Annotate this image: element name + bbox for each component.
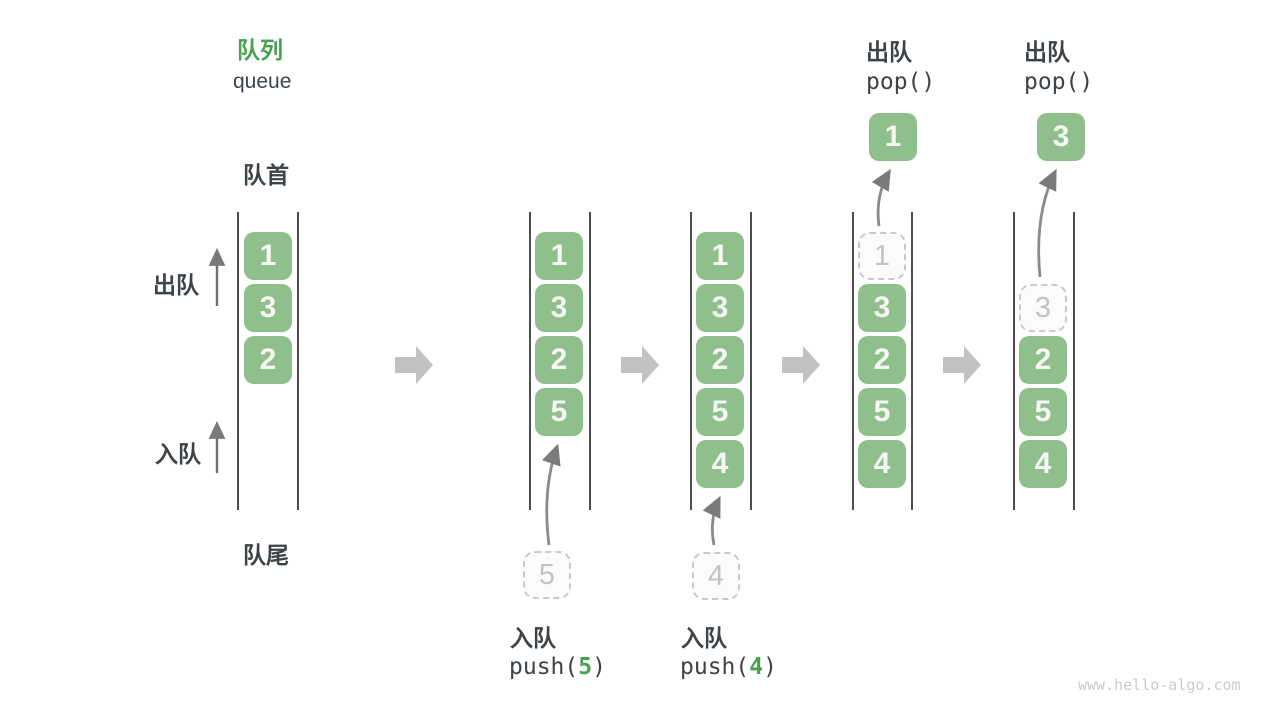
push1-code-post: ) bbox=[592, 654, 606, 680]
watermark: www.hello-algo.com bbox=[1078, 676, 1241, 694]
queue-item: 2 bbox=[1019, 336, 1067, 384]
pop1-label: 出队 bbox=[866, 39, 912, 65]
queue-item: 1 bbox=[535, 232, 583, 280]
push5-arrow-icon bbox=[542, 443, 561, 546]
queue-item: 3 bbox=[244, 284, 292, 332]
queue-wall-line bbox=[1013, 212, 1015, 510]
queue-item: 5 bbox=[535, 388, 583, 436]
popped-item: 3 bbox=[1037, 113, 1085, 161]
queue-item: 3 bbox=[535, 284, 583, 332]
label-dequeue: 出队 bbox=[153, 272, 199, 298]
removed-item-placeholder: 3 bbox=[1019, 284, 1067, 332]
queue-item: 4 bbox=[696, 440, 744, 488]
popped-item: 1 bbox=[869, 113, 917, 161]
queue-item: 2 bbox=[858, 336, 906, 384]
queue-wall-line bbox=[852, 212, 854, 510]
queue-item: 4 bbox=[858, 440, 906, 488]
push2-code: push(4) bbox=[680, 654, 777, 680]
label-queue-rear: 队尾 bbox=[243, 542, 289, 568]
queue-wall-line bbox=[529, 212, 531, 510]
push1-label: 入队 bbox=[510, 625, 556, 651]
label-enqueue: 入队 bbox=[155, 441, 201, 467]
pop3-arrow-icon bbox=[1037, 168, 1057, 278]
queue-item: 5 bbox=[1019, 388, 1067, 436]
queue-wall-line bbox=[589, 212, 591, 510]
queue-wall-line bbox=[750, 212, 752, 510]
queue-wall-line bbox=[911, 212, 913, 510]
push1-code-pre: push( bbox=[509, 654, 579, 680]
push2-label: 入队 bbox=[681, 625, 727, 651]
queue-wall-line bbox=[690, 212, 692, 510]
queue-item: 3 bbox=[696, 284, 744, 332]
queue-item: 2 bbox=[244, 336, 292, 384]
label-queue-front: 队首 bbox=[243, 162, 289, 188]
step-arrow-icon bbox=[943, 346, 981, 384]
diagram-title-en: queue bbox=[233, 70, 292, 93]
pop1-arrow-icon bbox=[871, 168, 891, 227]
push2-code-arg: 4 bbox=[749, 654, 764, 680]
removed-item-placeholder: 1 bbox=[858, 232, 906, 280]
staged-item: 4 bbox=[692, 552, 740, 600]
queue-item: 3 bbox=[858, 284, 906, 332]
push2-code-post: ) bbox=[763, 654, 777, 680]
diagram-title-zh: 队列 bbox=[237, 37, 283, 63]
push2-code-pre: push( bbox=[680, 654, 750, 680]
queue-wall-line bbox=[237, 212, 239, 510]
pop2-code: pop() bbox=[1024, 69, 1094, 95]
staged-item: 5 bbox=[523, 551, 571, 599]
queue-item: 2 bbox=[696, 336, 744, 384]
queue-item: 2 bbox=[535, 336, 583, 384]
queue-item: 5 bbox=[696, 388, 744, 436]
queue-item: 1 bbox=[244, 232, 292, 280]
pop2-label: 出队 bbox=[1024, 39, 1070, 65]
push1-code-arg: 5 bbox=[578, 654, 593, 680]
step-arrow-icon bbox=[621, 346, 659, 384]
push1-code: push(5) bbox=[509, 654, 606, 680]
pop1-code: pop() bbox=[866, 69, 936, 95]
queue-item: 4 bbox=[1019, 440, 1067, 488]
push4-arrow-icon bbox=[702, 495, 721, 546]
step-arrow-icon bbox=[782, 346, 820, 384]
queue-wall-line bbox=[1073, 212, 1075, 510]
step-arrow-icon bbox=[395, 346, 433, 384]
queue-wall-line bbox=[297, 212, 299, 510]
queue-item: 5 bbox=[858, 388, 906, 436]
queue-item: 1 bbox=[696, 232, 744, 280]
